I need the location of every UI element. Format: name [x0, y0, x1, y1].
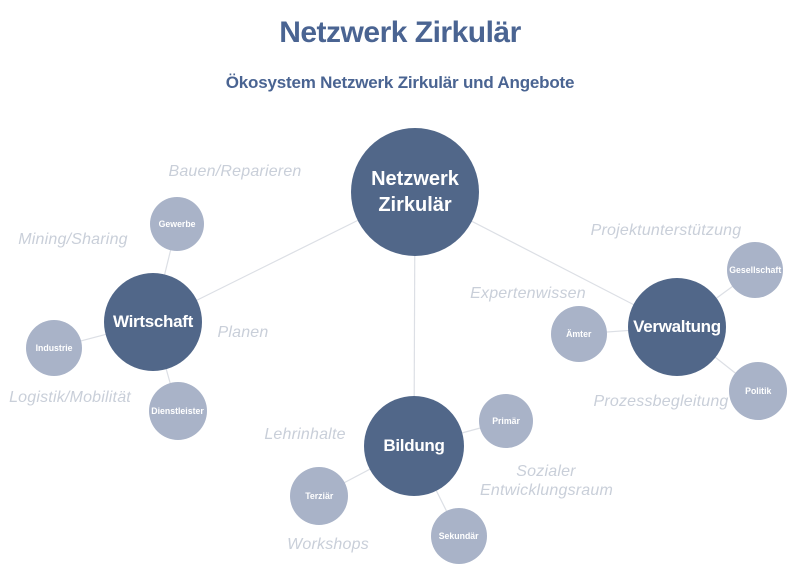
- node-label: Industrie: [35, 342, 73, 354]
- node-gesellschaft: Gesellschaft: [727, 242, 783, 298]
- node-label: Gewerbe: [158, 218, 196, 230]
- node-politik: Politik: [729, 362, 787, 420]
- annotation-prozessbegleitung: Prozessbegleitung: [593, 393, 729, 410]
- node-label: Gesellschaft: [729, 264, 781, 276]
- node-label: Primär: [492, 415, 520, 427]
- node-label: Wirtschaft: [113, 312, 193, 331]
- node-amter: Ämter: [551, 306, 607, 362]
- page-subtitle: Ökosystem Netzwerk Zirkulär und Angebote: [225, 73, 575, 92]
- node-label: Verwaltung: [633, 317, 721, 336]
- annotation-projektunterstutzung: Projektunterstützung: [590, 222, 742, 239]
- annotation-planen: Planen: [217, 324, 269, 341]
- node-wirtschaft: Wirtschaft: [104, 273, 202, 371]
- annotation-logistik-mobilitat: Logistik/Mobilität: [9, 389, 131, 406]
- node-netzwerk-zirkular: Netzwerk Zirkulär: [351, 128, 479, 256]
- annotation-mining-sharing: Mining/Sharing: [18, 231, 128, 248]
- node-bildung: Bildung: [364, 396, 464, 496]
- annotation-sozialer-entwicklungsraum: Sozialer Entwicklungsraum: [480, 462, 614, 499]
- node-industrie: Industrie: [26, 320, 82, 376]
- node-dienstleister: Dienstleister: [149, 382, 207, 440]
- node-label: Politik: [744, 385, 772, 397]
- node-gewerbe: Gewerbe: [150, 197, 204, 251]
- node-label: Dienstleister: [151, 405, 205, 417]
- node-primar: Primär: [479, 394, 533, 448]
- node-label: Bildung: [383, 436, 445, 455]
- node-sekundar: Sekundär: [431, 508, 487, 564]
- node-terziar: Terziär: [290, 467, 348, 525]
- annotation-lehrinhalte: Lehrinhalte: [264, 426, 346, 443]
- node-label: Terziär: [304, 490, 334, 502]
- annotation-workshops: Workshops: [287, 536, 369, 553]
- page-title: Netzwerk Zirkulär: [279, 16, 521, 49]
- annotation-expertenwissen: Expertenwissen: [470, 285, 586, 302]
- node-label: Sekundär: [439, 530, 479, 542]
- node-label: Netzwerk Zirkulär: [371, 168, 459, 216]
- node-verwaltung: Verwaltung: [628, 278, 726, 376]
- node-label: Ämter: [566, 328, 592, 340]
- annotation-bauen-reparieren: Bauen/Reparieren: [168, 163, 302, 180]
